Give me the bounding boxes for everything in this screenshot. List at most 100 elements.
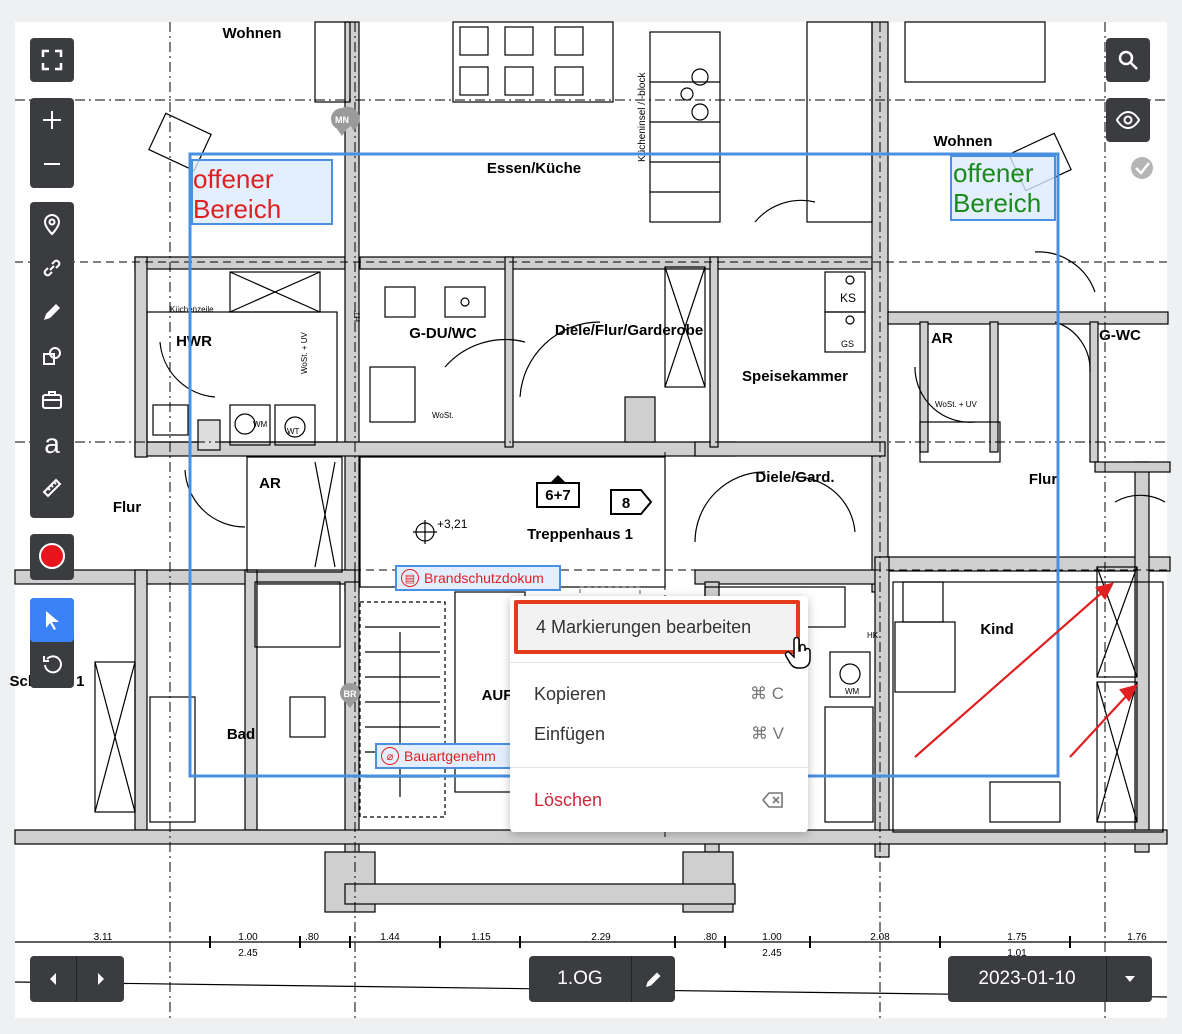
visibility-button[interactable] [1106, 98, 1150, 142]
pencil-icon [645, 972, 660, 987]
annotation-red-line2: Bereich [193, 194, 282, 224]
dim-9: 1.75 [1007, 932, 1027, 943]
plus-icon [43, 111, 61, 129]
chip-bauart-label: Bauartgenehm [404, 748, 496, 764]
red-arrows[interactable] [914, 582, 1139, 758]
room-gwc: G-WC [1099, 327, 1141, 344]
chip-bauart[interactable]: ⌀ Bauartgenehm [375, 743, 525, 769]
pin-tool-button[interactable] [30, 202, 74, 246]
date-dropdown-button[interactable] [1107, 956, 1152, 1002]
room-wohnen-left: Wohnen [223, 25, 282, 42]
edit-markings-item[interactable]: 4 Markierungen bearbeiten [514, 600, 800, 654]
edit-markings-label: 4 Markierungen bearbeiten [536, 616, 752, 637]
level-mark: +3,21 [437, 517, 468, 531]
color-picker-button[interactable] [30, 534, 74, 578]
chip-brandschutz[interactable]: ▤ Brandschutzdokum [395, 565, 561, 591]
dim-4: 1.15 [471, 932, 491, 943]
link-tool-button[interactable] [30, 246, 74, 290]
zoom-toolbar [30, 98, 74, 188]
paste-item[interactable]: Einfügen ⌘ V [510, 717, 808, 751]
caret-right-icon [98, 973, 104, 985]
text-tool-icon: a [44, 428, 60, 459]
plan-viewer[interactable]: Wohnen Wohnen Essen/Küche HWR G-DU/WC Di… [9, 21, 1171, 1018]
room-essen: Essen/Küche [487, 160, 581, 177]
room-kind: Kind [980, 621, 1013, 638]
label-wost-1: WoSt. + UV [935, 400, 978, 409]
pin-br[interactable]: BR [340, 683, 360, 708]
copy-label: Kopieren [534, 683, 607, 704]
annotation-box-green[interactable] [950, 155, 1056, 221]
room-ar-left: AR [259, 475, 281, 492]
select-toolbar [30, 598, 74, 688]
tools-toolbar: a [30, 202, 74, 518]
delete-item[interactable]: Löschen [510, 783, 808, 817]
room-gduwc: G-DU/WC [409, 325, 477, 342]
room-diele-flur: Diele/Flur/Garderobe [555, 322, 703, 339]
annotation-box-red[interactable] [191, 159, 333, 225]
dim-1: 1.00 [238, 932, 258, 943]
zoom-in-button[interactable] [30, 98, 74, 142]
check-shield-icon[interactable] [1131, 157, 1153, 179]
label-kuechenzeile: Küchenzeile [170, 305, 214, 314]
shape-tool-button[interactable] [30, 334, 74, 378]
context-menu: 4 Markierungen bearbeiten Kopieren ⌘ C E… [510, 596, 808, 832]
date-button[interactable]: 2023-01-10 [948, 956, 1106, 1002]
label-hk: HK [867, 631, 879, 640]
undo-button[interactable] [30, 642, 74, 686]
chevron-down-icon [1124, 976, 1135, 982]
annotation-red-line1: offener [193, 164, 274, 194]
room-bad: Bad [227, 726, 255, 743]
select-tool-button[interactable] [30, 598, 74, 642]
dim-0: 3.11 [94, 932, 113, 943]
copy-shortcut: ⌘ C [750, 684, 784, 703]
room-flur-left: Flur [113, 499, 141, 516]
menu-separator [510, 662, 808, 663]
svg-text:6+7: 6+7 [545, 487, 570, 504]
fullscreen-icon [41, 49, 63, 71]
svg-text:MN: MN [335, 115, 349, 125]
date-divider [1106, 956, 1107, 1002]
room-wohnen-right: Wohnen [934, 133, 993, 150]
search-button[interactable] [1106, 38, 1150, 82]
pen-tool-button[interactable] [30, 290, 74, 334]
zoom-out-button[interactable] [30, 142, 74, 186]
label-gs: GS [841, 339, 854, 349]
copy-item[interactable]: Kopieren ⌘ C [510, 677, 808, 711]
annotation-text-red[interactable]: offener Bereich [193, 164, 281, 224]
prev-page-button[interactable] [30, 956, 76, 1002]
ruler-icon [42, 478, 62, 498]
label-wost-3: WoSt. + UV [300, 331, 309, 374]
room-speisekammer: Speisekammer [742, 368, 848, 385]
chip-brandschutz-label: Brandschutzdokum [424, 570, 544, 586]
room-diele-gard: Diele/Gard. [755, 469, 834, 486]
pin-mn[interactable]: MN [331, 106, 360, 136]
tag-8: 8 [610, 489, 653, 515]
next-page-button[interactable] [78, 956, 124, 1002]
floor-divider [631, 956, 632, 1002]
hand-cursor-icon [784, 636, 811, 669]
label-wt: WT [287, 427, 300, 436]
floor-plan-drawing: Wohnen Wohnen Essen/Küche HWR G-DU/WC Di… [9, 21, 1171, 1018]
fullscreen-button[interactable] [30, 38, 74, 82]
paperclip-icon: ⌀ [381, 747, 399, 765]
shapes-icon [43, 347, 61, 365]
delete-label: Löschen [534, 789, 603, 810]
stair-tag: 6+7 [536, 475, 580, 508]
eye-icon [1115, 110, 1141, 130]
caret-left-icon [50, 973, 56, 985]
floor-button[interactable]: 1.OG [529, 956, 631, 1002]
briefcase-tool-button[interactable] [30, 378, 74, 422]
dim-b1: 2.45 [762, 948, 782, 959]
dim-10: 1.76 [1127, 932, 1147, 943]
edit-floor-button[interactable] [632, 956, 675, 1002]
measure-tool-button[interactable] [30, 466, 74, 510]
label-ks: KS [840, 291, 856, 305]
dim-7: 1.00 [762, 932, 782, 943]
paste-shortcut: ⌘ V [750, 724, 784, 743]
annotation-text-green[interactable]: offener Bereich [953, 158, 1041, 218]
text-tool-button[interactable]: a [30, 422, 74, 466]
dim-3: 1.44 [380, 932, 400, 943]
location-pin-icon [43, 214, 61, 236]
backspace-icon [761, 792, 783, 808]
room-aufzug: AUF [482, 687, 513, 704]
